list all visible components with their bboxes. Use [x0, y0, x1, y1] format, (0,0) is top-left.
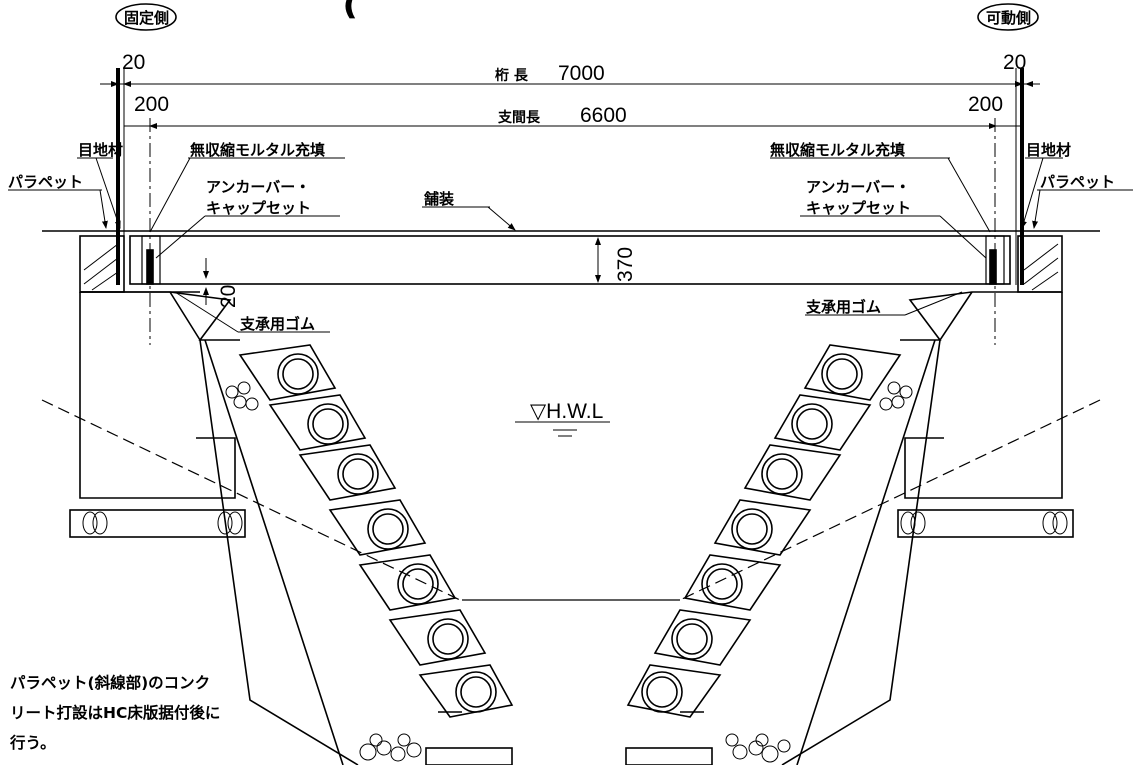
right-block-revetment	[626, 344, 902, 718]
note-line-2: リート打設はHC床版据付後に	[10, 704, 221, 722]
span-length-value: 6600	[580, 104, 627, 127]
fixed-side-label: 固定側	[124, 9, 169, 27]
note-line-3: 行う。	[10, 734, 56, 752]
anchor-bar-right-1: アンカーバー・	[806, 178, 910, 196]
bearing-offset-right: 200	[968, 93, 1003, 116]
left-abutment-wall	[79, 292, 236, 499]
anchor-bar-left-1: アンカーバー・	[206, 178, 310, 196]
right-abutment-wall	[904, 292, 1063, 499]
joint-gap-left: 20	[122, 51, 145, 74]
hwl-label: ▽H.W.L	[530, 400, 603, 423]
bearing-rubber-right: 支承用ゴム	[805, 298, 881, 316]
bearing-offset-left: 200	[134, 93, 169, 116]
movable-side-oval	[977, 3, 1039, 31]
anchor-bar-right-2: キャップセット	[806, 199, 911, 217]
span-length-label: 支間長	[497, 109, 541, 126]
hc-slab	[129, 235, 1011, 285]
joint-material-left: 目地材	[78, 141, 123, 159]
grout-right: 無収縮モルタル充填	[770, 141, 905, 159]
bearing-rubber-left: 支承用ゴム	[239, 315, 315, 333]
left-footing	[69, 509, 246, 538]
movable-side-label: 可動側	[986, 9, 1031, 27]
right-footing	[897, 509, 1074, 538]
pavement-label: 舗装	[423, 190, 455, 208]
girder-length-label: 桁 長	[495, 67, 529, 84]
construction-note: パラペット(斜線部)のコンク リート打設はHC床版据付後に 行う。	[10, 668, 310, 758]
joint-gap-right: 20	[1003, 51, 1026, 74]
joint-material-right: 目地材	[1026, 141, 1071, 159]
girder-length-value: 7000	[558, 62, 605, 85]
anchor-bar-left-2: キャップセット	[206, 199, 311, 217]
parapet-left-label: パラペット	[8, 173, 83, 191]
fixed-side-oval	[115, 3, 177, 31]
note-line-1: パラペット(斜線部)のコンク	[10, 674, 211, 692]
parapet-right-label: パラペット	[1040, 173, 1115, 191]
grout-left: 無収縮モルタル充填	[190, 141, 325, 159]
rubber-thickness: 20	[217, 285, 240, 308]
title-fragment: (	[344, 0, 356, 21]
gravel-fill	[225, 381, 913, 763]
left-block-revetment	[238, 344, 514, 718]
slab-thickness: 370	[614, 247, 637, 282]
